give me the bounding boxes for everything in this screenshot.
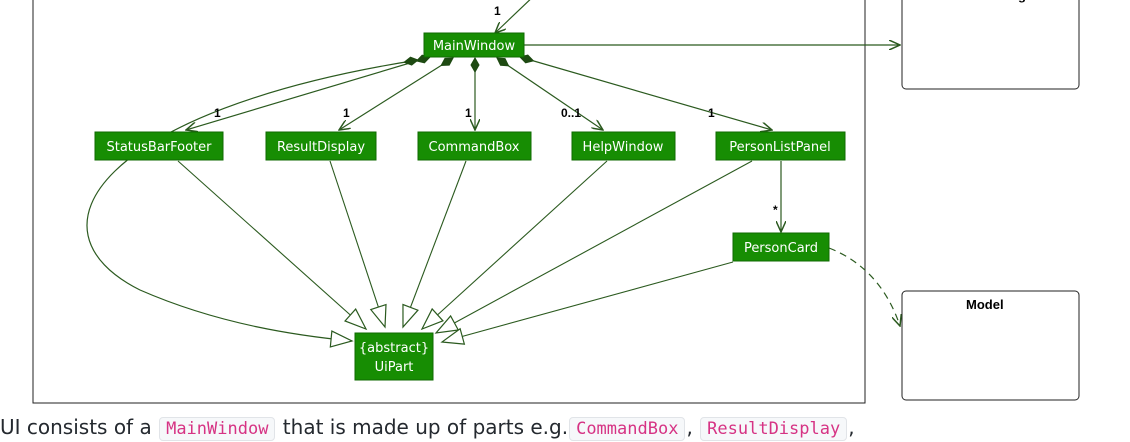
mult-logic-to-main: 1: [494, 4, 501, 18]
class-statusbarfooter: StatusBarFooter: [94, 131, 224, 161]
edge-mainwindow-to-personlistpanel: [520, 57, 772, 130]
class-resultdisplay: ResultDisplay: [265, 131, 377, 161]
code-resultdisplay: ResultDisplay: [700, 417, 848, 441]
composition-edges: [86, 0, 900, 348]
edge-mainwindow-to-resultdisplay: [339, 58, 453, 130]
edge-mainwindow-to-statusbarfooter: [186, 57, 430, 130]
class-commandbox-label: CommandBox: [429, 140, 520, 155]
edge-helpwindow-extends-uipart: [420, 160, 608, 331]
edge-statusbarfooter-extends-uipart: [177, 160, 368, 331]
class-uipart: {abstract} UiPart: [354, 332, 434, 381]
caption-separator: ,: [686, 415, 693, 439]
ui-package-frame: [32, 0, 866, 404]
class-mainwindow-label: MainWindow: [433, 39, 516, 54]
class-commandbox: CommandBox: [417, 131, 532, 161]
class-personcard-label: PersonCard: [744, 241, 818, 256]
caption-lead: UI consists of a: [0, 415, 152, 439]
class-uipart-stereotype: {abstract}: [359, 341, 429, 356]
diagram-caption: UI consists of a MainWindow that is made…: [0, 412, 1130, 442]
edge-personcard-to-model: [828, 247, 900, 326]
model-package-title: Model: [966, 297, 1004, 312]
generalization-edges: [177, 160, 753, 345]
class-helpwindow-label: HelpWindow: [583, 140, 664, 155]
class-personlistpanel: PersonListPanel: [715, 131, 846, 161]
ui-class-diagram: g Model 1 1 1 1 0..1 1 *: [32, 0, 1080, 404]
mult-help-window: 0..1: [561, 106, 581, 120]
class-statusbarfooter-label: StatusBarFooter: [106, 140, 212, 155]
mult-command-box: 1: [465, 106, 472, 120]
class-helpwindow: HelpWindow: [571, 131, 676, 161]
logic-package: g: [901, 0, 1080, 90]
class-resultdisplay-label: ResultDisplay: [277, 140, 365, 155]
edge-personlistpanel-extends-uipart: [434, 160, 753, 334]
caption-trail: ,: [848, 415, 855, 439]
code-mainwindow: MainWindow: [159, 417, 276, 441]
edge-commandbox-extends-uipart: [402, 160, 467, 329]
caption-middle: that is made up of parts e.g.: [282, 415, 569, 439]
class-uipart-label: UiPart: [375, 360, 414, 375]
edge-mainwindow-to-helpwindow: [497, 58, 603, 130]
mult-person-card: *: [773, 203, 778, 217]
edge-mainwindow-to-uipart: [86, 56, 419, 348]
edge-personcard-extends-uipart: [440, 261, 734, 345]
mult-person-list-panel: 1: [708, 106, 715, 120]
edge-logic-to-mainwindow: [495, 0, 531, 33]
mult-result-display: 1: [343, 106, 350, 120]
code-commandbox: CommandBox: [569, 417, 686, 441]
logic-package-title: g: [1018, 0, 1026, 3]
class-mainwindow: MainWindow: [423, 32, 525, 58]
model-package: Model: [901, 290, 1080, 401]
edge-resultdisplay-extends-uipart: [329, 160, 387, 329]
mult-status-bar-footer: 1: [214, 106, 221, 120]
class-personcard: PersonCard: [732, 232, 830, 262]
class-personlistpanel-label: PersonListPanel: [729, 140, 830, 155]
multiplicity-labels: 1 1 1 1 0..1 1 *: [214, 4, 778, 217]
